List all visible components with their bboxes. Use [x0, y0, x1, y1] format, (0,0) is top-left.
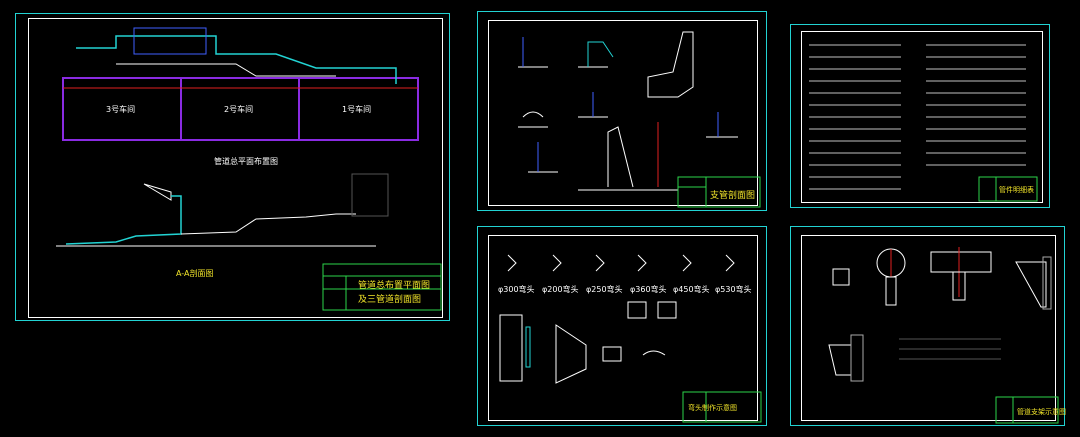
plan-title: 管道总平面布置图 — [214, 157, 278, 166]
room-label-1: 1号车间 — [342, 105, 372, 114]
room-label-2: 2号车间 — [224, 105, 254, 114]
drawing-sheet-plan: 3号车间 2号车间 1号车间 管道总平面布置图 A-A剖面图 管道总布置平面图 … — [15, 13, 450, 321]
branch-drawing — [518, 31, 761, 208]
plan-drawing — [56, 27, 442, 311]
elbow-label-360: φ360弯头 — [630, 285, 667, 294]
parts-table — [809, 44, 1038, 202]
sheet-inner-frame — [488, 20, 758, 206]
elbow-label-530: φ530弯头 — [715, 285, 752, 294]
title-block-line-1: 管道总布置平面图 — [358, 281, 431, 291]
sheet-inner-frame — [28, 18, 443, 318]
elbow-label-200: φ200弯头 — [542, 285, 579, 294]
drawing-sheet-table: 管件明细表 — [790, 24, 1050, 208]
support-drawing — [828, 247, 1059, 424]
drawing-sheet-branch: 支管剖面图 — [477, 11, 767, 211]
sheet-inner-frame — [801, 31, 1043, 203]
section-title: A-A剖面图 — [176, 269, 214, 278]
title-block-text: 管件明细表 — [999, 186, 1034, 194]
elbow-label-450: φ450弯头 — [673, 285, 710, 294]
sheet-inner-frame — [801, 235, 1056, 421]
drawing-sheet-supports: 管道支架示意图 — [790, 226, 1066, 426]
title-block-text: 弯头制作示意图 — [688, 404, 737, 412]
room-label-3: 3号车间 — [106, 105, 136, 114]
title-block-text: 管道支架示意图 — [1017, 408, 1066, 416]
sheet-inner-frame — [488, 235, 758, 421]
elbow-label-250: φ250弯头 — [586, 285, 623, 294]
elbow-drawing — [499, 254, 762, 423]
title-block-line-2: 及三管道剖面图 — [358, 295, 422, 305]
drawing-sheet-elbows: φ300弯头 φ200弯头 φ250弯头 φ360弯头 φ450弯头 φ530弯… — [477, 226, 767, 426]
elbow-label-300: φ300弯头 — [498, 285, 535, 294]
title-block-text: 支管剖面图 — [710, 191, 756, 201]
